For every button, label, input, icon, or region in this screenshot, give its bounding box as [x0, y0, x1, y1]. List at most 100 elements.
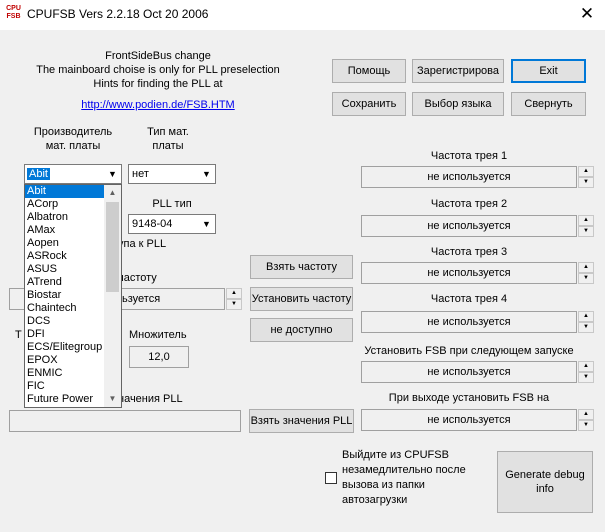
- spin-down-icon[interactable]: ▼: [578, 322, 594, 333]
- pll-values-field: [9, 410, 241, 432]
- spin-up-icon[interactable]: ▲: [578, 311, 594, 322]
- spin-up-icon[interactable]: ▲: [578, 166, 594, 177]
- pll-access-label: упа к PLL: [118, 238, 167, 250]
- tray1-label: Частота трея 1: [430, 150, 508, 162]
- scroll-down-icon[interactable]: ▼: [108, 394, 117, 403]
- board-type-label-line2: платы: [152, 140, 184, 152]
- language-button[interactable]: Выбор языка: [412, 92, 504, 116]
- board-type-label: Тип мат. платы: [128, 125, 208, 153]
- dropdown-item[interactable]: ACorp: [27, 198, 59, 210]
- autostart-note: Выйдите из CPUFSB незамедлительно после …: [342, 448, 482, 508]
- chevron-down-icon[interactable]: ▼: [108, 169, 117, 179]
- app-icon: CPU FSB: [6, 5, 21, 23]
- close-icon[interactable]: ✕: [579, 4, 595, 23]
- dropdown-item[interactable]: AMax: [27, 224, 56, 236]
- spin-down-icon[interactable]: ▼: [578, 273, 594, 284]
- take-frequency-button[interactable]: Взять частоту: [250, 255, 353, 279]
- tray4-label: Частота трея 4: [430, 293, 508, 305]
- dropdown-item[interactable]: DCS: [27, 315, 51, 327]
- tray3-field: не используется: [361, 262, 577, 284]
- dropdown-item[interactable]: ENMIC: [27, 367, 63, 379]
- dropdown-item[interactable]: ECS/Elitegroup: [27, 341, 103, 353]
- dropdown-item[interactable]: Abit: [25, 185, 107, 198]
- info-line-3: Hints for finding the PLL at: [93, 78, 223, 90]
- frequency-label: частоту: [118, 272, 157, 284]
- dropdown-item[interactable]: Aopen: [27, 237, 59, 249]
- scroll-up-icon[interactable]: ▲: [108, 188, 117, 197]
- take-pll-values-button[interactable]: Взять значения PLL: [249, 409, 354, 433]
- autostart-note-line1: Выйдите из CPUFSB: [342, 449, 449, 461]
- dropdown-item[interactable]: ATrend: [27, 276, 62, 288]
- info-line-1: FrontSideBus change: [105, 50, 211, 62]
- tray3-spinner[interactable]: ▲ ▼: [578, 262, 594, 284]
- board-type-combo-value: нет: [132, 168, 149, 180]
- tray2-spinner[interactable]: ▲ ▼: [578, 215, 594, 237]
- scrollbar-thumb[interactable]: [106, 202, 119, 292]
- spin-up-icon[interactable]: ▲: [578, 262, 594, 273]
- manufacturer-combo[interactable]: Abit ▼: [24, 164, 122, 184]
- manufacturer-label-line2: мат. платы: [45, 140, 101, 152]
- exit-button[interactable]: Exit: [511, 59, 586, 83]
- chevron-down-icon[interactable]: ▼: [202, 219, 211, 229]
- dropdown-item[interactable]: EPOX: [27, 354, 58, 366]
- fsb-next-start-field: не используется: [361, 361, 577, 383]
- fsb-next-start-spinner[interactable]: ▲ ▼: [578, 361, 594, 383]
- pll-type-combo-value: 9148-04: [132, 218, 173, 230]
- tray2-label: Частота трея 2: [430, 198, 508, 210]
- fsb-on-exit-label: При выходе установить FSB на: [388, 392, 550, 404]
- minimize-button[interactable]: Свернуть: [511, 92, 586, 116]
- dropdown-item[interactable]: Biostar: [27, 289, 62, 301]
- tray4-field: не используется: [361, 311, 577, 333]
- multiplier-left-label: Т: [15, 329, 22, 341]
- hints-link[interactable]: http://www.podien.de/FSB.HTM: [81, 99, 235, 111]
- spin-down-icon[interactable]: ▼: [226, 299, 242, 310]
- spin-down-icon[interactable]: ▼: [578, 420, 594, 431]
- dropdown-item[interactable]: ASRock: [27, 250, 67, 262]
- save-button[interactable]: Сохранить: [332, 92, 406, 116]
- manufacturer-combo-value: Abit: [27, 168, 50, 180]
- app-icon-text-bottom: FSB: [6, 13, 21, 20]
- manufacturer-label: Производитель мат. платы: [24, 125, 122, 153]
- fsb-on-exit-spinner[interactable]: ▲ ▼: [578, 409, 594, 431]
- dropdown-item[interactable]: Chaintech: [27, 302, 77, 314]
- spin-down-icon[interactable]: ▼: [578, 372, 594, 383]
- title-bar: CPU FSB CPUFSB Vers 2.2.18 Oct 20 2006 ✕: [0, 0, 605, 30]
- window-title: CPUFSB Vers 2.2.18 Oct 20 2006: [27, 7, 209, 21]
- fsb-next-start-label: Установить FSB при следующем запуске: [364, 345, 574, 357]
- exit-after-autostart-checkbox[interactable]: [325, 472, 337, 484]
- tray1-field: не используется: [361, 166, 577, 188]
- generate-debug-info-button[interactable]: Generate debug info: [497, 451, 593, 513]
- frequency-spinner[interactable]: ▲ ▼: [226, 288, 242, 310]
- dropdown-item[interactable]: ASUS: [27, 263, 57, 275]
- dropdown-item[interactable]: DFI: [27, 328, 45, 340]
- manufacturer-label-line1: Производитель: [33, 126, 113, 138]
- autostart-note-line4: автозагрузки: [342, 494, 408, 506]
- dropdown-item[interactable]: FIC: [27, 380, 45, 392]
- multiplier-label: Множитель: [129, 329, 187, 341]
- dropdown-item[interactable]: Albatron: [27, 211, 68, 223]
- tray1-spinner[interactable]: ▲ ▼: [578, 166, 594, 188]
- tray4-spinner[interactable]: ▲ ▼: [578, 311, 594, 333]
- info-line-2: The mainboard choise is only for PLL pre…: [36, 64, 280, 76]
- pll-type-label: PLL тип: [152, 198, 192, 210]
- chevron-down-icon[interactable]: ▼: [202, 169, 211, 179]
- board-type-label-line1: Тип мат.: [147, 126, 189, 138]
- help-button[interactable]: Помощь: [332, 59, 406, 83]
- spin-up-icon[interactable]: ▲: [578, 409, 594, 420]
- not-available-button[interactable]: не доступно: [250, 318, 353, 342]
- set-frequency-button[interactable]: Установить частоту: [250, 287, 353, 311]
- dropdown-scrollbar[interactable]: ▲ ▼: [104, 185, 121, 407]
- spin-up-icon[interactable]: ▲: [226, 288, 242, 299]
- register-button[interactable]: Зарегистрирова: [412, 59, 504, 83]
- spin-up-icon[interactable]: ▲: [578, 361, 594, 372]
- spin-down-icon[interactable]: ▼: [578, 177, 594, 188]
- dropdown-item[interactable]: Future Power: [27, 393, 94, 405]
- pll-values-label: начения PLL: [118, 393, 183, 405]
- spin-up-icon[interactable]: ▲: [578, 215, 594, 226]
- pll-type-combo[interactable]: 9148-04 ▼: [128, 214, 216, 234]
- spin-down-icon[interactable]: ▼: [578, 226, 594, 237]
- board-type-combo[interactable]: нет ▼: [128, 164, 216, 184]
